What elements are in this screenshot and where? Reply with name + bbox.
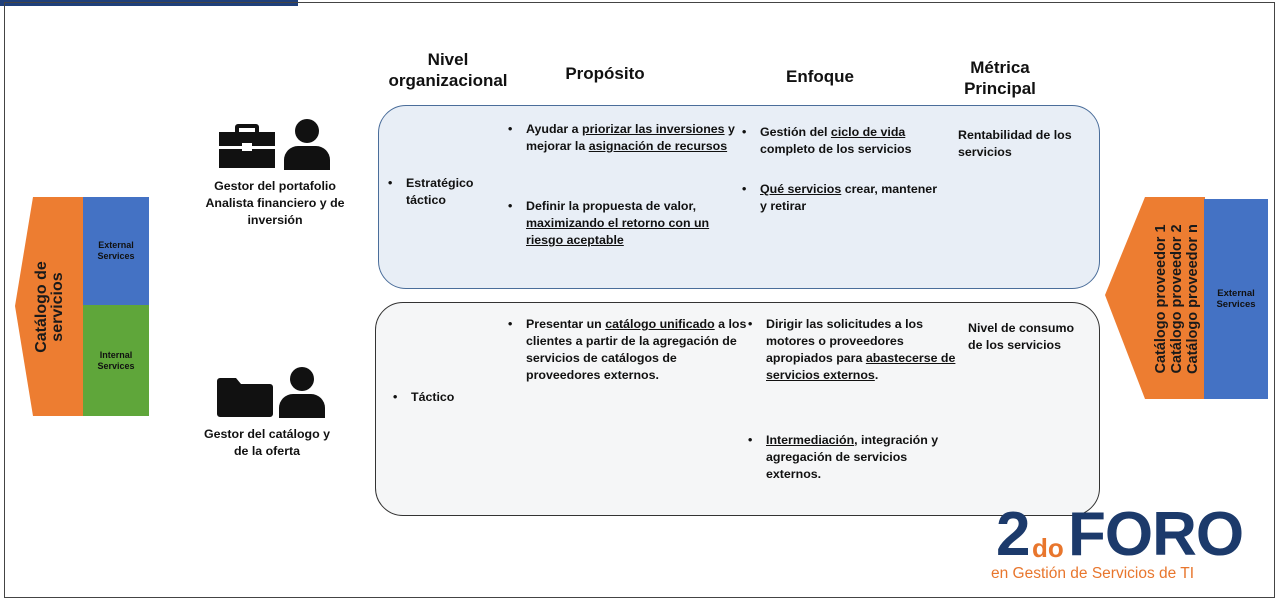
header-metrica: Métrica Principal	[964, 58, 1036, 98]
catalogo-proveedor-n: Catálogo proveedor n	[1185, 224, 1201, 374]
folder-icon	[217, 378, 273, 417]
person-icon	[284, 119, 330, 170]
enfoque-item: Gestión del ciclo de vida completo de lo…	[742, 124, 960, 158]
proposito-item: Presentar un catálogo unificado a los cl…	[508, 316, 748, 384]
enfoque-item: Dirigir las solicitudes a los motores o …	[748, 316, 966, 384]
proposito-item: Definir la propuesta de valor, maximizan…	[508, 198, 741, 249]
enfoque-item: Intermediación, integración y agregación…	[748, 432, 956, 483]
header-enfoque: Enfoque	[786, 67, 854, 86]
external-services-right: External Services	[1204, 199, 1268, 399]
internal-services-left: Internal Services	[83, 305, 149, 416]
catalogo-proveedor-2: Catálogo proveedor 2	[1169, 224, 1185, 374]
header-nivel: Nivel organizacional	[388, 50, 508, 90]
metrica-rentabilidad: Rentabilidad de los servicios	[958, 128, 1072, 159]
nivel-estrategico: Estratégico táctico	[388, 175, 506, 209]
external-services-left: External Services	[83, 197, 149, 305]
top-accent-bar	[0, 0, 298, 6]
enfoque-item: Qué servicios crear, mantener y retirar	[742, 181, 940, 215]
nivel-tactico: Táctico	[393, 389, 501, 406]
catalogo-proveedores-list: Catálogo proveedor 1 Catálogo proveedor …	[1153, 209, 1203, 389]
header-proposito: Propósito	[565, 64, 645, 83]
foro-logo: 2 do FORO en Gestión de Servicios de TI	[991, 500, 1244, 582]
person-icon	[279, 367, 325, 418]
slide-frame	[4, 2, 1275, 598]
briefcase-icon	[219, 124, 275, 168]
catalogo-proveedores-arrow	[1105, 197, 1205, 399]
catalogo-servicios-arrow	[15, 197, 83, 416]
proposito-item: Ayudar a priorizar las inversiones y mej…	[508, 121, 741, 155]
role-catalogo: Gestor del catálogo y de la oferta	[203, 427, 330, 458]
catalogo-servicios-label: Catálogo de servicios	[33, 261, 66, 353]
metrica-consumo: Nivel de consumo de los servicios	[968, 321, 1075, 352]
catalogo-proveedor-1: Catálogo proveedor 1	[1153, 224, 1169, 374]
role-portafolio: Gestor del portafolio Analista financier…	[205, 179, 345, 227]
